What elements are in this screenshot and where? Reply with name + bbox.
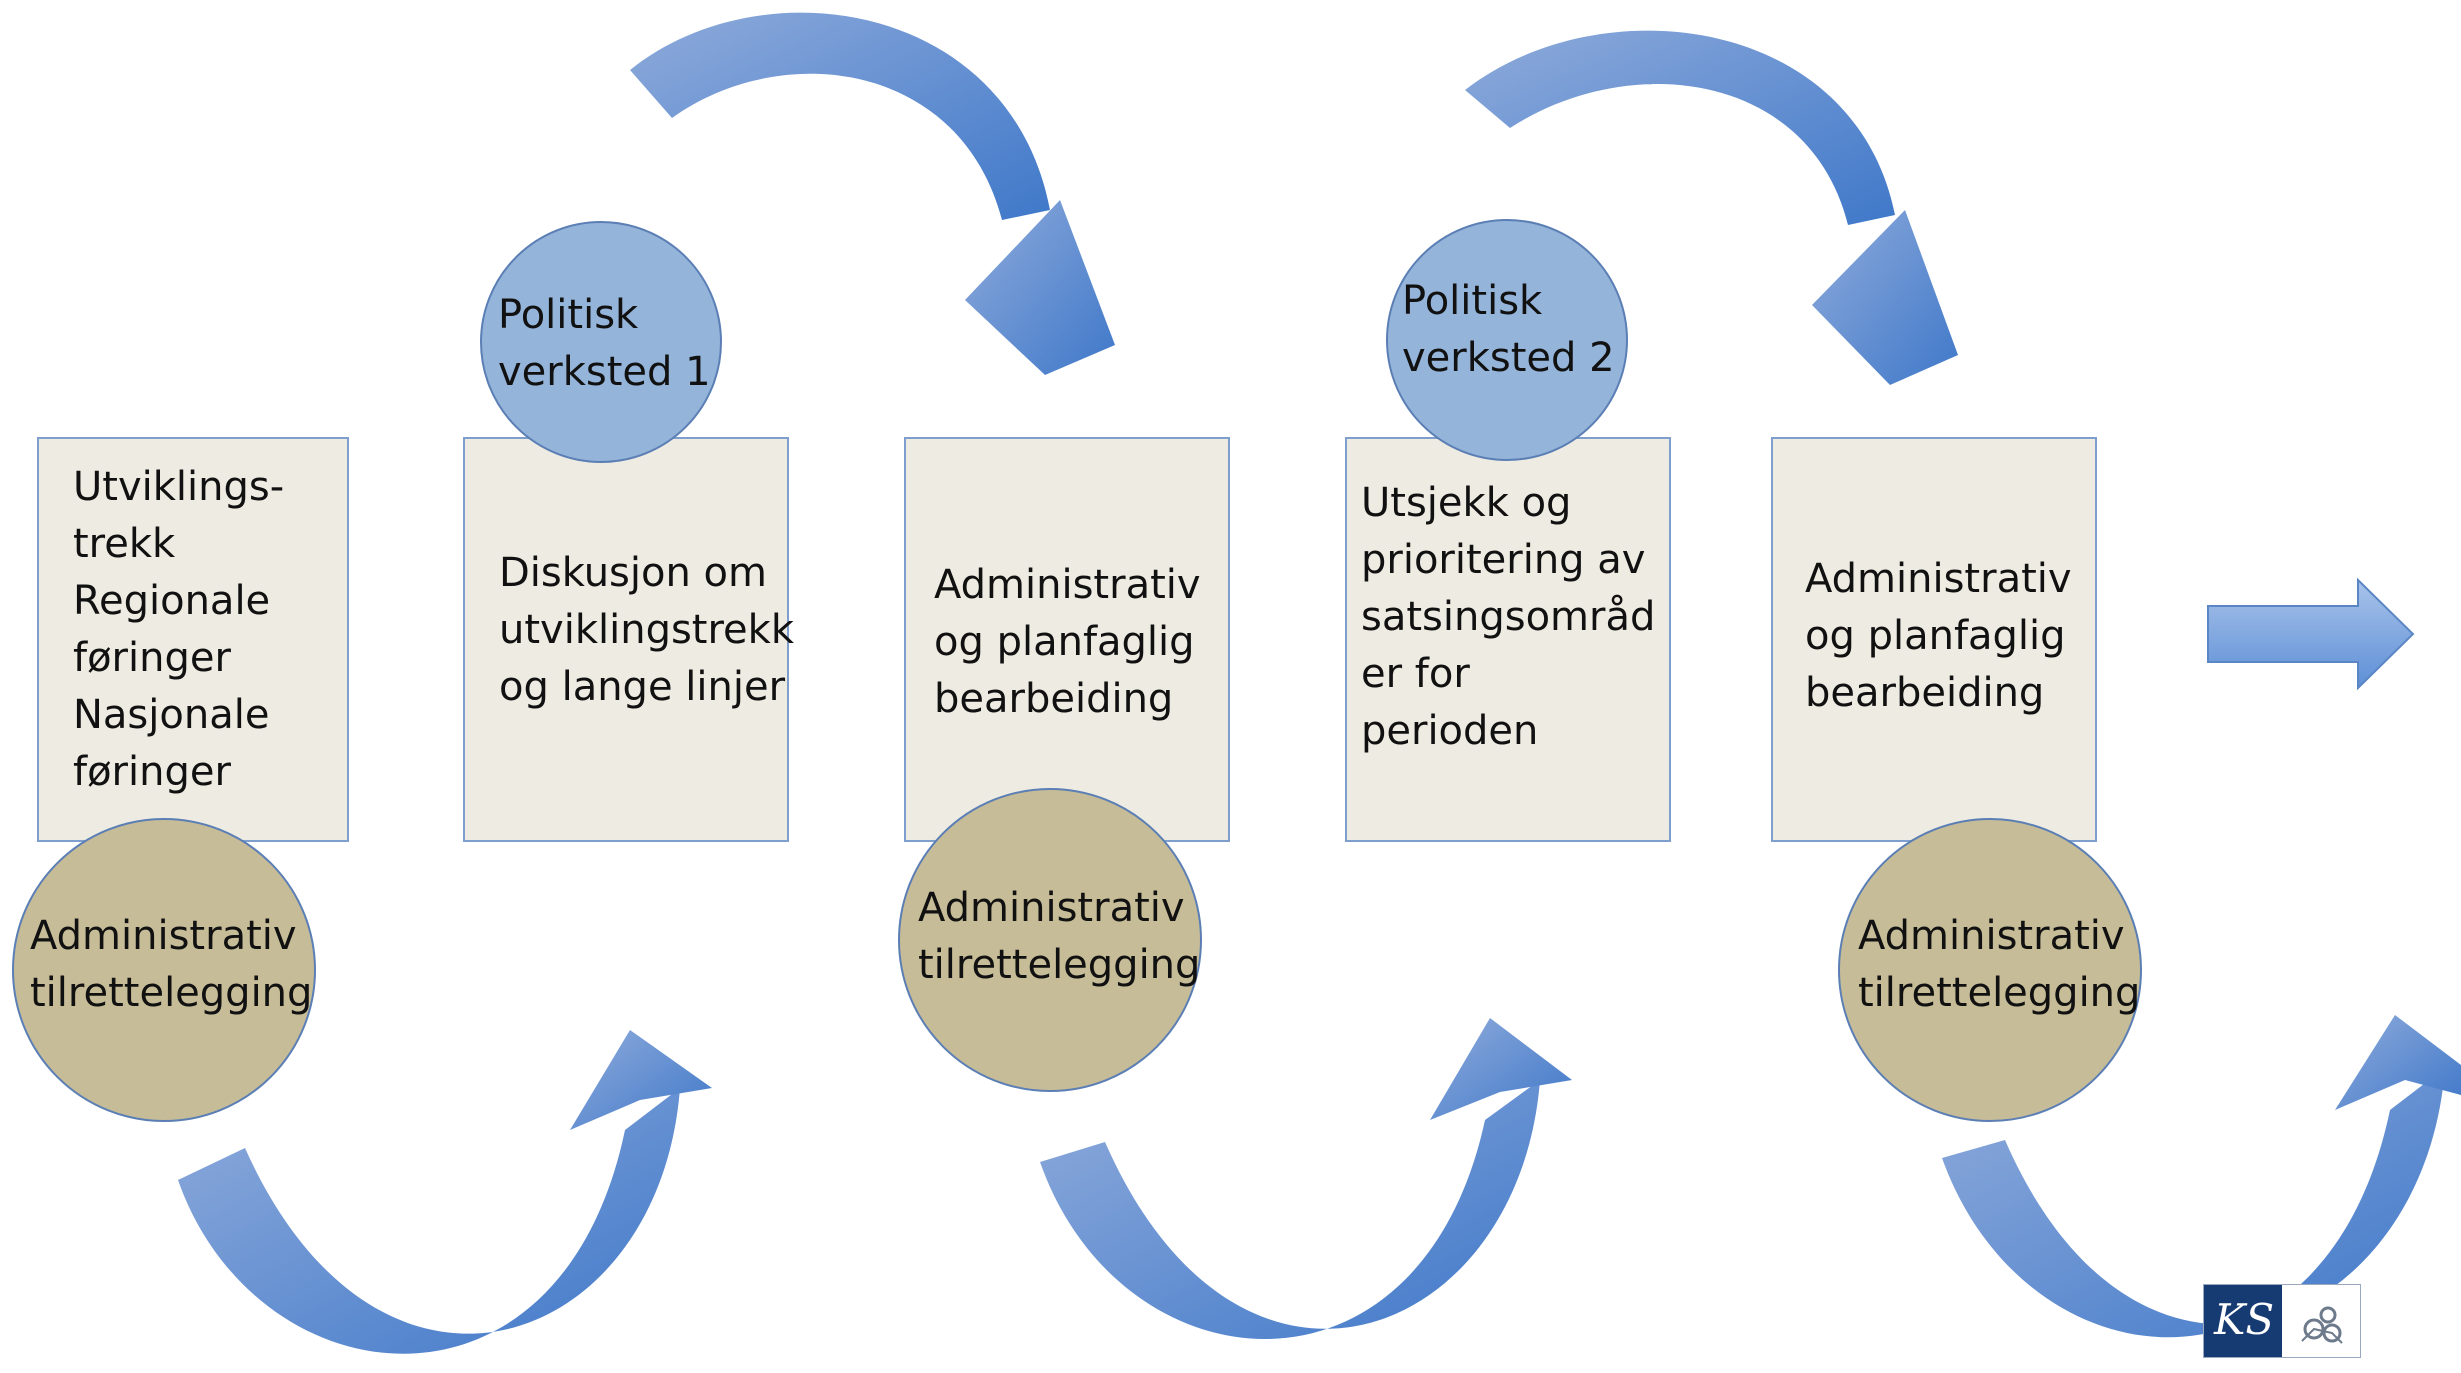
process-box-discussion: Diskusjon om utviklingstrekk og lange li… <box>463 437 794 842</box>
administrative-preparation-3-circle: Administrativ tilrettelegging <box>1838 818 2142 1122</box>
curved-arrow-up-icon <box>2335 1015 2461 1110</box>
process-box-administrative-processing-1: Administrativ og planfaglig bearbeiding <box>904 437 1230 842</box>
process-box-text: Utsjekk og prioritering av satsingsområd… <box>1361 480 1656 754</box>
political-workshop-1-circle: Politisk verksted 1 <box>480 221 722 463</box>
curved-arrow-down-icon <box>1812 210 1958 385</box>
curved-arrow-up-icon <box>1942 1068 2445 1338</box>
political-workshop-label: Politisk verksted 2 <box>1402 278 1615 381</box>
administrative-preparation-label: Administrativ tilrettelegging <box>1858 913 2141 1016</box>
ks-logo: KS <box>2203 1284 2361 1358</box>
process-box-prioritization: Utsjekk og prioritering av satsingsområd… <box>1345 437 1671 842</box>
curved-arrow-up-icon <box>1040 1080 1540 1340</box>
administrative-preparation-2-circle: Administrativ tilrettelegging <box>898 788 1202 1092</box>
arrow-right-icon <box>2207 577 2415 691</box>
curved-arrow-down-icon <box>630 12 1050 221</box>
curved-arrow-up-icon <box>570 1030 712 1130</box>
political-workshop-2-circle: Politisk verksted 2 <box>1386 219 1628 461</box>
curved-arrow-down-icon <box>965 200 1115 375</box>
process-box-text: Utviklings- trekk Regionale føringer Nas… <box>73 464 285 795</box>
ks-emblem-icon <box>2301 1306 2343 1344</box>
administrative-preparation-label: Administrativ tilrettelegging <box>918 885 1201 988</box>
process-box-text: Diskusjon om utviklingstrekk og lange li… <box>499 550 794 710</box>
process-box-text: Administrativ og planfaglig bearbeiding <box>1805 556 2072 716</box>
curved-arrow-down-icon <box>1465 30 1895 225</box>
administrative-preparation-1-circle: Administrativ tilrettelegging <box>12 818 316 1122</box>
process-box-development-trends: Utviklings- trekk Regionale føringer Nas… <box>37 437 349 842</box>
process-box-administrative-processing-2: Administrativ og planfaglig bearbeiding <box>1771 437 2097 842</box>
ks-logo-mark: KS <box>2204 1285 2282 1357</box>
curved-arrow-up-icon <box>1430 1018 1572 1120</box>
process-box-text: Administrativ og planfaglig bearbeiding <box>934 562 1201 722</box>
curved-arrow-up-icon <box>178 1088 680 1354</box>
political-workshop-label: Politisk verksted 1 <box>498 292 711 395</box>
ks-logo-text: KS <box>2214 1295 2275 1344</box>
administrative-preparation-label: Administrativ tilrettelegging <box>30 913 313 1016</box>
